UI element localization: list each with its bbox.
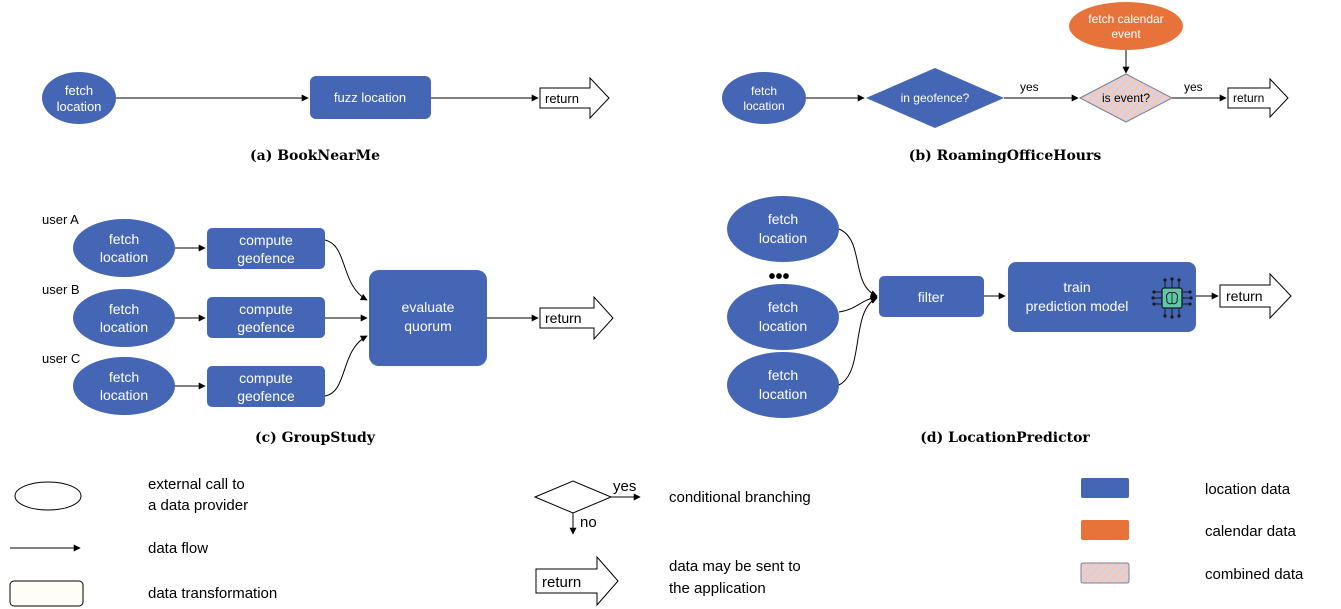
- evaluate-quorum-node: [369, 270, 487, 366]
- legend-data-flow: data flow: [148, 540, 208, 557]
- flow-edge: [324, 335, 368, 397]
- fetch-label-line2: location: [100, 249, 148, 265]
- legend-ellipse-icon: [14, 481, 82, 511]
- legend-combined-swatch: [1080, 562, 1130, 584]
- compute-label-line1: compute: [239, 232, 293, 248]
- compute-label-line1: compute: [239, 370, 293, 386]
- fetch-label-line2: location: [759, 386, 807, 402]
- evaluate-label-line2: quorum: [404, 318, 451, 334]
- fetch-label-line1: fetch: [109, 369, 139, 385]
- is-event-label: is event?: [1102, 91, 1150, 105]
- return-arrow-node: [1227, 77, 1289, 119]
- legend-data-transformation: data transformation: [148, 585, 277, 602]
- fetch-label-line1: fetch: [768, 299, 798, 315]
- return-label: return: [545, 310, 582, 326]
- fetch-label-line2: location: [100, 319, 148, 335]
- fetch-location-node: [42, 72, 116, 124]
- diagram-booknearme: fetch location fuzz location return (a) …: [42, 72, 610, 164]
- fetch-calendar-event-node: [1069, 2, 1183, 50]
- train-label-line2: prediction model: [1026, 298, 1129, 314]
- return-label: return: [1226, 288, 1263, 304]
- flow-edge: [838, 297, 878, 386]
- compute-geofence-node: [207, 297, 325, 338]
- train-label-line1: train: [1063, 279, 1090, 295]
- legend-external-line1: external call to: [148, 476, 245, 493]
- diagram-locationpredictor: fetch location ••• fetch location fetch …: [727, 196, 1292, 446]
- compute-geofence-node: [207, 228, 325, 269]
- calendar-label-line1: fetch calendar: [1088, 12, 1163, 26]
- user-b-label: user B: [42, 282, 80, 297]
- legend: external call to a data provider data fl…: [9, 476, 1304, 607]
- diagram-roamingofficehours: fetch location in geofence? yes fetch ca…: [722, 2, 1289, 164]
- in-geofence-decision: [866, 68, 1004, 128]
- legend-diamond-icon: [533, 480, 613, 514]
- return-arrow-node: [539, 76, 610, 120]
- fetch-location-node: [722, 72, 806, 124]
- legend-return-line1: data may be sent to: [669, 558, 801, 575]
- fetch-location-node: [727, 284, 839, 350]
- fetch-label-line1: fetch: [65, 83, 93, 98]
- return-label: return: [545, 91, 579, 106]
- legend-calendar-swatch: [1081, 520, 1129, 540]
- fetch-location-node: [727, 196, 839, 262]
- fetch-label-line1: fetch: [768, 367, 798, 383]
- yes-label: yes: [1020, 80, 1039, 94]
- fetch-label-line2: location: [743, 99, 784, 113]
- in-geofence-label: in geofence?: [901, 91, 970, 105]
- caption-d: (d) LocationPredictor: [920, 430, 1090, 446]
- flow-edge: [838, 228, 878, 297]
- fetch-location-node: [73, 289, 175, 347]
- caption-b: (b) RoamingOfficeHours: [909, 148, 1102, 164]
- fetch-label-line2: location: [100, 387, 148, 403]
- compute-geofence-node: [207, 366, 325, 407]
- yes-label: yes: [1184, 80, 1203, 94]
- flow-edge: [838, 294, 878, 313]
- fuzz-location-node: [310, 76, 431, 119]
- filter-label: filter: [918, 289, 945, 305]
- fetch-location-node: [73, 219, 175, 277]
- filter-node: [879, 276, 984, 317]
- legend-conditional-branching: conditional branching: [669, 489, 811, 506]
- fetch-label-line2: location: [759, 230, 807, 246]
- legend-yes-label: yes: [613, 478, 636, 495]
- fetch-label-line1: fetch: [109, 301, 139, 317]
- legend-calendar-data: calendar data: [1205, 523, 1297, 540]
- caption-c: (c) GroupStudy: [255, 430, 376, 446]
- fetch-label-line1: fetch: [751, 84, 777, 98]
- ellipsis-label: •••: [768, 266, 789, 288]
- fetch-label-line1: fetch: [109, 231, 139, 247]
- return-label: return: [1233, 91, 1264, 105]
- compute-label-line2: geofence: [237, 388, 295, 404]
- fetch-location-node: [727, 352, 839, 418]
- legend-return-line2: the application: [669, 580, 766, 597]
- compute-label-line1: compute: [239, 301, 293, 317]
- legend-return-icon: [535, 555, 619, 607]
- legend-rect-icon: [9, 580, 84, 607]
- legend-location-data: location data: [1205, 481, 1291, 498]
- return-arrow-node: [1219, 272, 1292, 320]
- fetch-label-line1: fetch: [768, 211, 798, 227]
- compute-label-line2: geofence: [237, 250, 295, 266]
- caption-a: (a) BookNearMe: [250, 148, 380, 164]
- fetch-label-line2: location: [57, 99, 102, 114]
- evaluate-label-line1: evaluate: [402, 299, 455, 315]
- ai-chip-icon: [1151, 277, 1193, 319]
- train-model-node: [1008, 262, 1196, 332]
- return-arrow-node: [539, 295, 614, 341]
- legend-location-swatch: [1081, 478, 1129, 498]
- compute-label-line2: geofence: [237, 319, 295, 335]
- user-a-label: user A: [42, 212, 79, 227]
- fetch-location-node: [73, 357, 175, 415]
- fuzz-location-label: fuzz location: [334, 90, 406, 105]
- legend-no-label: no: [580, 514, 597, 531]
- user-c-label: user C: [42, 351, 80, 366]
- legend-combined-data: combined data: [1205, 566, 1304, 583]
- legend-return-label: return: [542, 574, 581, 591]
- fetch-label-line2: location: [759, 318, 807, 334]
- calendar-label-line2: event: [1111, 27, 1141, 41]
- flow-edge: [324, 239, 368, 301]
- legend-external-line2: a data provider: [148, 497, 248, 514]
- diagram-groupstudy: user A user B user C fetch location comp…: [42, 212, 614, 446]
